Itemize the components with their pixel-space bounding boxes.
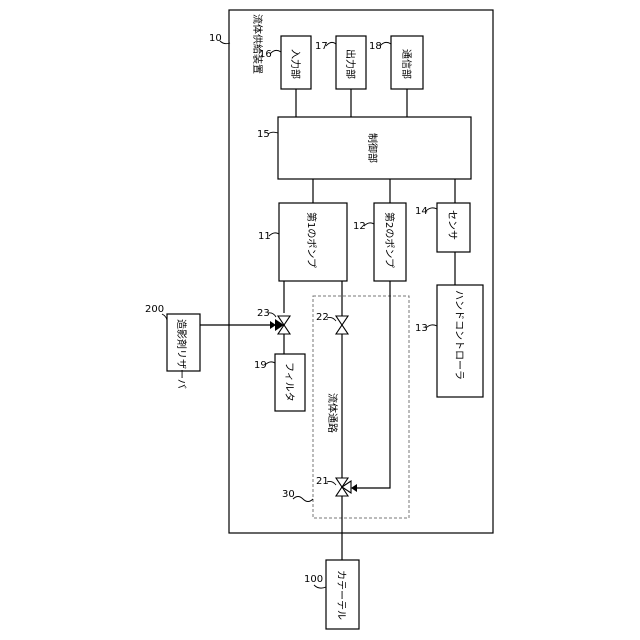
- ref-23: 23: [257, 308, 270, 319]
- hand-controller-label: ハンドコントローラ: [453, 290, 465, 380]
- catheter-label: カテーテル: [335, 570, 347, 620]
- ref-22: 22: [316, 312, 329, 323]
- ref-21: 21: [316, 476, 329, 487]
- ref-100: 100: [304, 574, 323, 585]
- ref-18: 18: [369, 41, 382, 52]
- pump1-label: 第1のポンプ: [305, 212, 318, 268]
- control-unit-label: 制御部: [366, 133, 379, 163]
- ref-15: 15: [257, 129, 270, 140]
- ref-14: 14: [415, 206, 428, 217]
- pump2-label: 第2のポンプ: [383, 212, 396, 268]
- input-unit-label: 入力部: [289, 49, 302, 79]
- ref-10: 10: [209, 33, 222, 44]
- ref-11: 11: [258, 231, 271, 242]
- control-unit-block: 制御部 15: [257, 117, 471, 179]
- sensor-label: センサ: [446, 210, 458, 240]
- ref-17: 17: [315, 41, 328, 52]
- output-unit-label: 出力部: [344, 49, 357, 79]
- ref-13: 13: [415, 323, 428, 334]
- fluid-supply-device-label: 流体供給装置: [251, 14, 264, 74]
- ref-200: 200: [145, 304, 164, 315]
- contrast-reservoir-label: 造影剤リザーバ: [175, 319, 188, 389]
- ref-19: 19: [254, 360, 267, 371]
- ref-16: 16: [259, 49, 272, 60]
- contrast-reservoir-block: 造影剤リザーバ 200: [145, 304, 200, 389]
- communication-unit-label: 通信部: [400, 49, 413, 79]
- ref-30: 30: [282, 489, 295, 500]
- filter-label: フィルタ: [283, 362, 295, 402]
- catheter-block: カテーテル 100: [304, 560, 359, 629]
- ref-12: 12: [353, 221, 366, 232]
- flow-path-label: 流体通路: [326, 393, 339, 433]
